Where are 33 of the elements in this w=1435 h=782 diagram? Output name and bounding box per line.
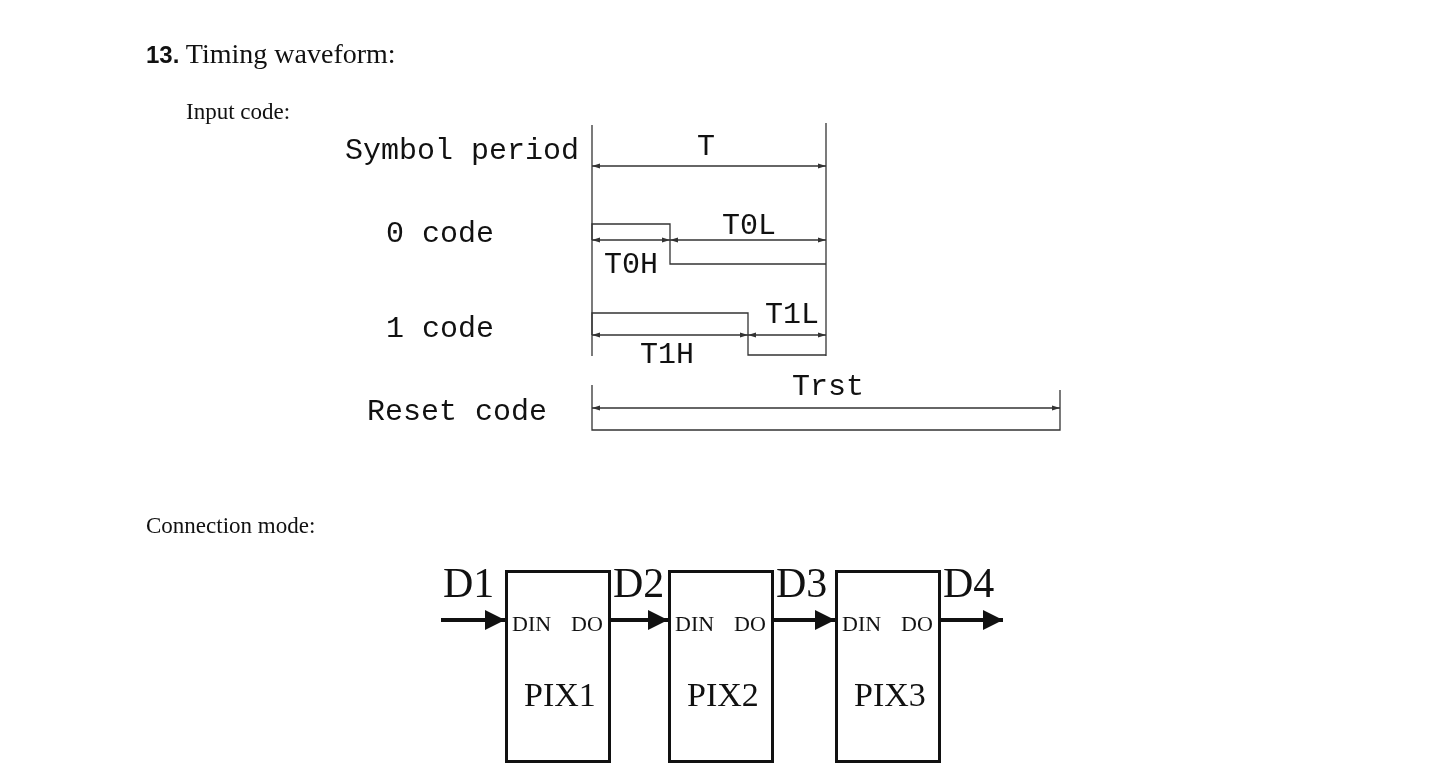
arrow bbox=[941, 610, 1003, 630]
pin-label: DO bbox=[734, 613, 766, 635]
edge-label: D2 bbox=[613, 562, 665, 604]
edge-label: D4 bbox=[943, 562, 995, 604]
duration-label: T1H bbox=[640, 340, 694, 370]
edge-label: D3 bbox=[776, 562, 828, 604]
duration-label: T0H bbox=[604, 250, 658, 280]
section-heading: 13. Timing waveform: bbox=[146, 40, 396, 68]
pin-label: DIN bbox=[512, 613, 552, 635]
arrow bbox=[611, 610, 668, 630]
pin-label: DIN bbox=[675, 613, 715, 635]
section-label: Connection mode: bbox=[146, 514, 316, 537]
pin-label: DO bbox=[571, 613, 603, 635]
pixel-block bbox=[835, 570, 941, 763]
row-label: Symbol period bbox=[345, 136, 580, 166]
row-label: Reset code bbox=[367, 397, 548, 427]
arrow bbox=[441, 610, 505, 630]
duration-label: Trst bbox=[792, 372, 864, 402]
pin-label: DIN bbox=[842, 613, 882, 635]
block-label: PIX3 bbox=[854, 678, 926, 712]
duration-label: T1L bbox=[765, 300, 819, 330]
edge-label: D1 bbox=[443, 562, 495, 604]
block-label: PIX1 bbox=[524, 678, 596, 712]
duration-label: T0L bbox=[722, 211, 776, 241]
pixel-block bbox=[505, 570, 611, 763]
pin-label: DO bbox=[901, 613, 933, 635]
duration-label: T bbox=[697, 132, 715, 162]
arrow bbox=[774, 610, 835, 630]
row-label: 0 code bbox=[386, 219, 495, 249]
row-label: 1 code bbox=[386, 314, 495, 344]
section-label: Input code: bbox=[186, 100, 291, 123]
pixel-block bbox=[668, 570, 774, 763]
block-label: PIX2 bbox=[687, 678, 759, 712]
